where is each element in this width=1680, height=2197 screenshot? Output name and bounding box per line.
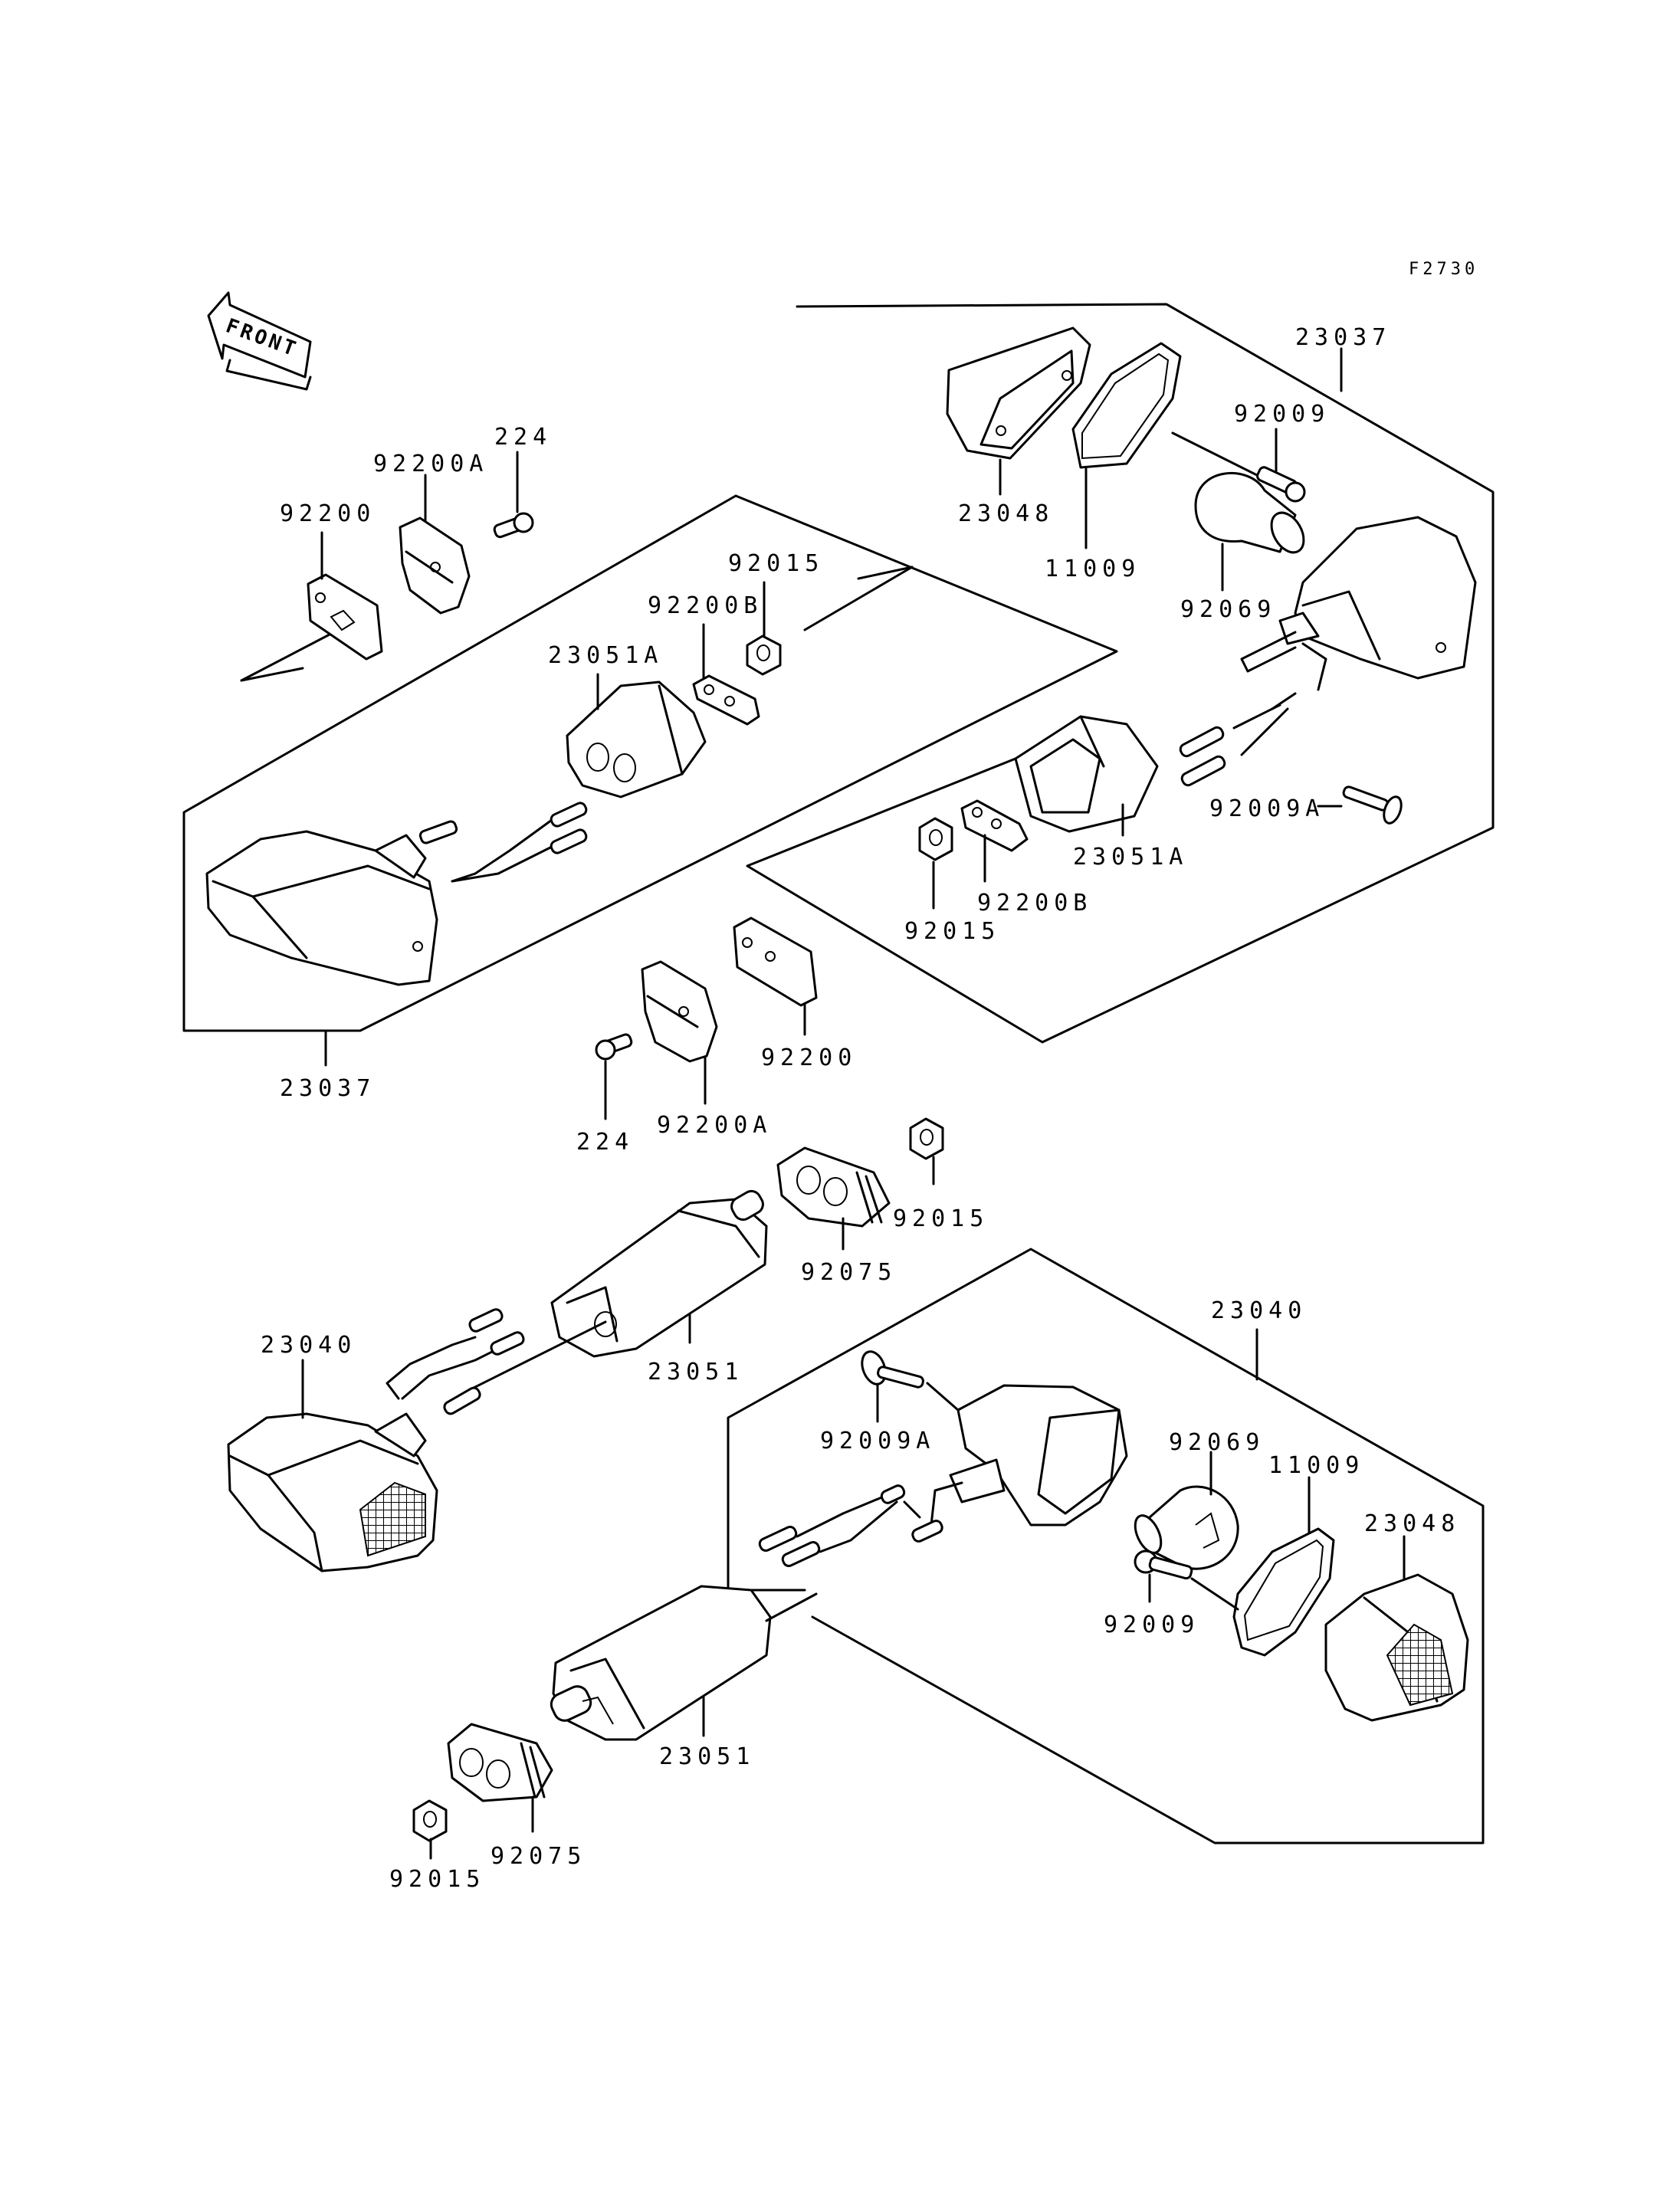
label-screw-92009-top: 92009	[1234, 401, 1330, 428]
boot-23051A-left	[566, 680, 707, 798]
bulb-92069-bottom	[1134, 1485, 1239, 1570]
plate-92200B-right	[960, 799, 1029, 852]
outline-cut-left-2	[240, 633, 331, 682]
label-boot-23051A-left: 23051A	[548, 642, 663, 669]
label-grommet-92075-mid: 92075	[801, 1259, 897, 1286]
leader-screw-to-gasket	[1190, 1577, 1239, 1611]
nut-92015-top-left	[746, 635, 782, 676]
label-bolt-224-mid: 224	[576, 1129, 634, 1156]
screw-92009-bottom	[1134, 1549, 1193, 1580]
grommet-92075-bottom	[447, 1723, 553, 1802]
label-plate-92200B-right: 92200B	[977, 890, 1092, 917]
plate-92200A-mid	[641, 960, 718, 1063]
bolt-224-mid	[595, 1033, 633, 1061]
housing-top-left	[205, 830, 438, 986]
outline-set-23037-left	[182, 494, 1118, 1032]
label-screw-92009A-top: 92009A	[1209, 795, 1324, 822]
front-arrow-icon: FRONT	[207, 291, 312, 391]
lens-23048-bottom	[1324, 1573, 1469, 1722]
label-grommet-92075-bottom: 92075	[491, 1843, 586, 1870]
label-bulb-92069-bottom: 92069	[1169, 1429, 1265, 1456]
screw-92009A-bottom	[861, 1350, 924, 1389]
housing-top-right	[1240, 516, 1477, 691]
bulb-92069-top	[1194, 472, 1305, 554]
label-set-23037-top: 23037	[1295, 324, 1391, 351]
label-plate-92200A-top: 92200A	[373, 451, 488, 477]
label-screw-92009-bottom: 92009	[1104, 1612, 1199, 1638]
nut-92015-top-right	[918, 817, 953, 861]
figure-code: F2730	[1409, 260, 1478, 279]
label-plate-92200-mid: 92200	[761, 1044, 857, 1071]
leader-gasket-to-screw	[1171, 431, 1258, 477]
housing-23040-left	[227, 1412, 438, 1572]
screw-92009-top	[1256, 466, 1306, 503]
wires-bottom-right	[758, 1484, 943, 1568]
plate-92200-mid	[733, 917, 818, 1007]
plate-92200B-left	[692, 674, 760, 726]
label-nut-92015-top-right: 92015	[904, 918, 1000, 945]
label-bulb-92069-top: 92069	[1180, 596, 1276, 623]
label-nut-92015-top-left: 92015	[728, 550, 824, 577]
leader-axis-bottom	[765, 1592, 818, 1622]
wires-left	[386, 1308, 525, 1415]
wires-top-left	[418, 802, 588, 883]
boot-23051-bottom	[550, 1585, 772, 1741]
label-nut-92015-bottom: 92015	[389, 1866, 485, 1893]
label-plate-92200-top: 92200	[280, 500, 376, 527]
housing-bottom-right	[930, 1384, 1128, 1526]
label-set-23037-bottom: 23037	[280, 1075, 376, 1102]
wires-top-right	[1179, 692, 1297, 787]
lens-23048-top	[946, 326, 1091, 460]
label-boot-23051-mid: 23051	[648, 1359, 743, 1385]
grommet-92075-mid	[776, 1146, 891, 1228]
label-boot-23051A-right: 23051A	[1073, 844, 1188, 871]
boot-23051-mid	[550, 1189, 768, 1358]
label-bolt-224-top: 224	[494, 424, 552, 451]
label-plate-92200B-left: 92200B	[648, 592, 763, 619]
plate-92200A-top	[399, 516, 471, 615]
leader-axis-mid	[466, 1320, 607, 1392]
plate-92200-top	[307, 573, 383, 661]
gasket-11009-top	[1071, 342, 1182, 469]
leader-screw-to-housing	[926, 1382, 960, 1412]
label-gasket-11009-top: 11009	[1045, 556, 1140, 582]
screw-92009A-top	[1342, 785, 1403, 825]
label-gasket-11009-bottom: 11009	[1268, 1452, 1364, 1479]
label-lens-23048-top: 23048	[958, 500, 1054, 527]
outline-set-23040-right	[727, 1248, 1485, 1844]
label-nut-92015-mid: 92015	[893, 1205, 989, 1232]
label-boot-23051-bottom: 23051	[659, 1743, 755, 1770]
bolt-224-top	[493, 512, 534, 539]
nut-92015-mid	[909, 1117, 944, 1160]
label-screw-92009A-bottom: 92009A	[820, 1428, 935, 1454]
label-set-23040-right: 23040	[1211, 1297, 1307, 1324]
outline-cut-top-2	[857, 566, 914, 580]
outline-set-23037-right	[746, 303, 1495, 1044]
label-plate-92200A-mid: 92200A	[657, 1112, 772, 1139]
nut-92015-bottom	[412, 1799, 448, 1842]
outline-cut-top	[803, 566, 914, 631]
gasket-11009-bottom	[1232, 1527, 1335, 1657]
label-lens-23048-bottom: 23048	[1364, 1510, 1460, 1537]
label-set-23040-left: 23040	[261, 1332, 356, 1359]
outline-cut-left	[240, 667, 304, 682]
boot-23051A-right	[1014, 715, 1159, 833]
